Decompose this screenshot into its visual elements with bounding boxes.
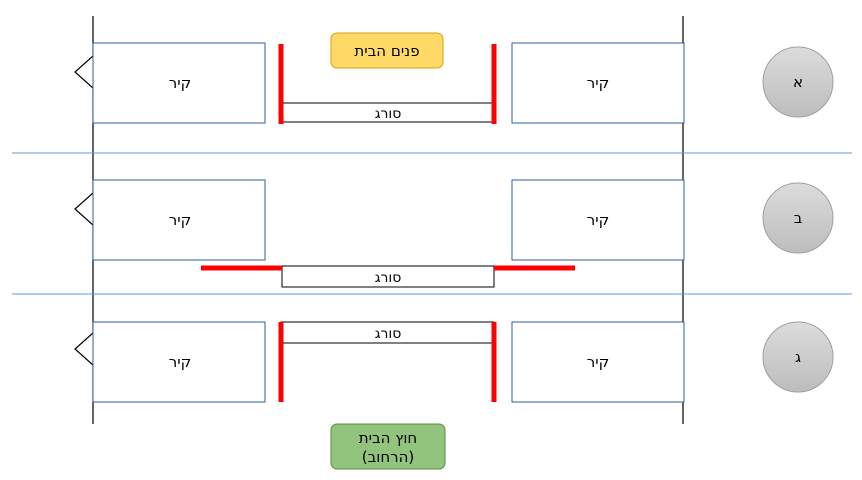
row-letter: ג [795, 348, 801, 366]
row-bet: קיר קיר סורג ב [92, 179, 834, 288]
row-letter: א [793, 73, 803, 91]
wall-right [511, 179, 685, 261]
row-letter: ב [794, 209, 803, 227]
left-wall-boundary [74, 16, 94, 424]
wall-right [511, 42, 685, 124]
wall-left [92, 179, 266, 261]
wall-left [92, 42, 266, 124]
row-letter-circle [762, 46, 834, 118]
wall-label: קיר [169, 211, 191, 229]
mesh-label: סורג [375, 106, 402, 122]
mesh-frame [281, 265, 495, 288]
row-alef: קיר קיר סורג א [92, 42, 834, 124]
outside-house-text-line1: חוץ הבית [359, 429, 417, 447]
row-letter-circle [762, 182, 834, 254]
row-letter-circle [762, 321, 834, 393]
wall-right [511, 321, 685, 403]
wall-label: קיר [587, 211, 609, 229]
inside-house-text: פנים הבית [354, 42, 419, 60]
wall-left [92, 321, 266, 403]
mesh-label: סורג [375, 326, 402, 342]
wall-label: קיר [587, 74, 609, 92]
row-gimel: קיר קיר סורג ג [92, 321, 834, 403]
inside-house-label: פנים הבית [330, 32, 444, 69]
outside-house-text-line2: (הרחוב) [362, 448, 415, 466]
wall-label: קיר [587, 353, 609, 371]
mesh-label: סורג [375, 270, 402, 286]
wall-label: קיר [169, 74, 191, 92]
wall-label: קיר [169, 353, 191, 371]
outside-house-label: חוץ הבית (הרחוב) [330, 423, 446, 470]
